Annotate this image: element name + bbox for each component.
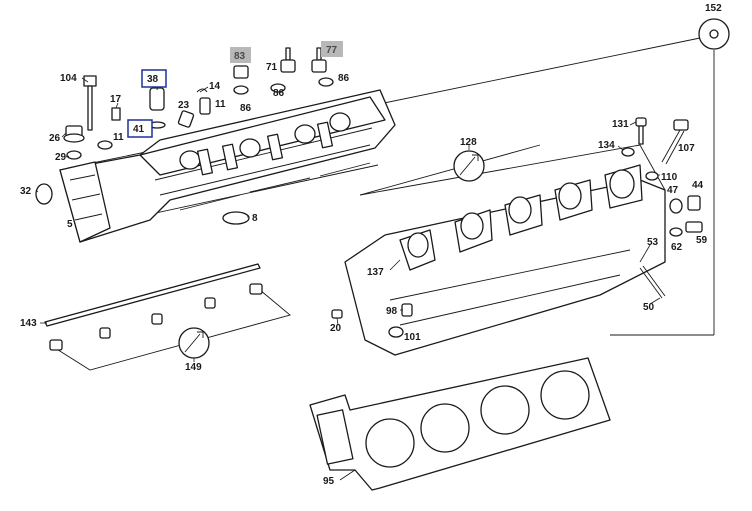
callout-77[interactable]: 77	[326, 45, 338, 56]
callout-29[interactable]: 29	[55, 152, 67, 163]
callout-11[interactable]: 11	[113, 132, 124, 143]
callout-131[interactable]: 131	[612, 119, 629, 130]
callout-143[interactable]: 143	[20, 318, 37, 329]
callout-50[interactable]: 50	[643, 302, 655, 313]
callout-71[interactable]: 71	[266, 62, 278, 73]
callout-41-highlight[interactable]	[127, 119, 153, 138]
rod-assembly[interactable]	[44, 263, 291, 371]
callout-86[interactable]: 86	[338, 73, 350, 84]
callout-98[interactable]: 98	[386, 306, 398, 317]
callout-20[interactable]: 20	[330, 323, 342, 334]
rod-connectors	[49, 283, 263, 351]
callout-83[interactable]: 83	[234, 51, 246, 62]
head-gasket[interactable]	[309, 357, 611, 491]
callout-59[interactable]: 59	[696, 235, 708, 246]
callout-17[interactable]: 17	[110, 94, 122, 105]
callout-83-highlight[interactable]	[230, 47, 251, 63]
callout-128[interactable]: 128	[460, 137, 477, 148]
head-small-parts	[35, 47, 334, 225]
callout-86[interactable]: 86	[273, 88, 285, 99]
leader-lines	[35, 77, 661, 481]
callout-149[interactable]: 149	[185, 362, 202, 373]
intake-ports	[399, 164, 643, 271]
callout-11[interactable]: 11	[215, 99, 226, 110]
wrench-icon	[178, 327, 210, 359]
callout-152[interactable]: 152	[705, 3, 722, 14]
callout-95[interactable]: 95	[323, 476, 335, 487]
callout-41[interactable]: 41	[133, 124, 145, 135]
callout-38[interactable]: 38	[147, 74, 159, 85]
callout-53[interactable]: 53	[647, 237, 659, 248]
callout-47[interactable]: 47	[667, 185, 679, 196]
cylinder-head[interactable]	[59, 89, 396, 243]
callout-5[interactable]: 5	[67, 219, 73, 230]
wrench-icon	[453, 150, 485, 182]
callout-134[interactable]: 134	[598, 140, 615, 151]
callout-32[interactable]: 32	[20, 186, 32, 197]
callout-101[interactable]: 101	[404, 332, 421, 343]
callout-8[interactable]: 8	[252, 213, 258, 224]
callout-107[interactable]: 107	[678, 143, 695, 154]
callout-110[interactable]: 110	[661, 172, 678, 183]
callout-labels: 152 83 77 71 86 86 86 104 38 14 17 23 11…	[20, 3, 722, 487]
callout-104[interactable]: 104	[60, 73, 77, 84]
callout-62[interactable]: 62	[671, 242, 683, 253]
callout-44[interactable]: 44	[692, 180, 704, 191]
callout-14[interactable]: 14	[209, 81, 221, 92]
block-small-parts	[331, 18, 730, 338]
callout-137[interactable]: 137	[367, 267, 384, 278]
callout-23[interactable]: 23	[178, 100, 190, 111]
callout-77-highlight[interactable]	[321, 41, 343, 57]
engine-block[interactable]	[344, 144, 666, 356]
callout-26[interactable]: 26	[49, 133, 61, 144]
callout-38-highlight[interactable]	[141, 69, 167, 88]
callout-86[interactable]: 86	[240, 103, 252, 114]
